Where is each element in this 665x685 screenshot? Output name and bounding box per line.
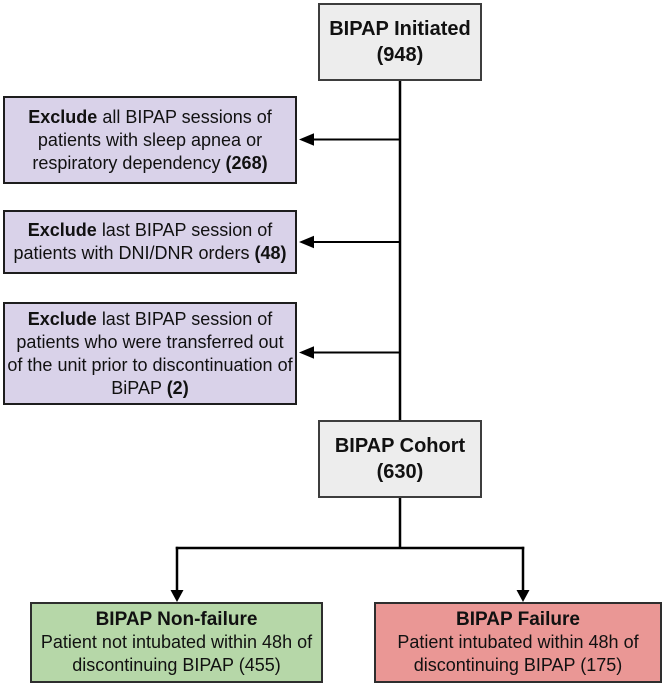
node-bipap-cohort: BIPAP Cohort (630): [318, 420, 482, 498]
non-failure-title: BIPAP Non-failure: [95, 609, 258, 630]
failure-body-line-1: Patient intubated within 48h of: [397, 632, 639, 652]
non-failure-body-line-1: Patient not intubated within 48h of: [40, 632, 313, 652]
node-bipap-failure: BIPAP Failure Patient intubated within 4…: [374, 602, 662, 683]
exclusion-1-body: all BIPAP sessions of patients with slee…: [32, 106, 272, 173]
failure-body-line-2: discontinuing BIPAP (175): [413, 655, 623, 675]
arrowhead-exclusion-2: [299, 235, 314, 249]
exclusion-2-body: last BIPAP session of patients with DNI/…: [13, 220, 273, 263]
arrowhead-failure: [516, 590, 530, 602]
node-exclusion-transferred: Exclude last BIPAP session of patients w…: [3, 302, 297, 405]
arrow-to-nonfailure: [170, 546, 184, 602]
exclusion-2-lead: Exclude: [27, 220, 97, 240]
node-bipap-non-failure: BIPAP Non-failure Patient not intubated …: [30, 602, 323, 683]
exclusion-3-count: (2): [166, 377, 189, 398]
exclusion-dni-dnr-text: Exclude last BIPAP session of patients w…: [5, 219, 295, 265]
non-failure-body-line-2: discontinuing BIPAP (455): [72, 655, 281, 675]
exclusion-3-body: last BIPAP session of patients who were …: [7, 308, 293, 398]
arrowhead-exclusion-3: [299, 346, 314, 359]
arrow-to-failure: [516, 546, 530, 602]
arrowhead-nonfailure: [170, 590, 184, 602]
failure-title: BIPAP Failure: [456, 609, 580, 630]
arrow-to-exclusion-3: [299, 346, 400, 359]
arrow-to-exclusion-2: [299, 235, 400, 249]
exclusion-sleep-apnea-text: Exclude all BIPAP sessions of patients w…: [5, 106, 295, 175]
exclusion-1-count: (268): [225, 152, 268, 173]
node-bipap-cohort-label: BIPAP Cohort: [334, 435, 466, 457]
exclusion-1-lead: Exclude: [28, 106, 98, 127]
exclusion-transferred-text: Exclude last BIPAP session of patients w…: [5, 308, 295, 400]
node-bipap-cohort-count: (630): [376, 461, 424, 483]
node-bipap-initiated: BIPAP Initiated (948): [318, 3, 482, 81]
exclusion-2-count: (48): [254, 243, 287, 263]
node-bipap-initiated-count: (948): [376, 44, 424, 66]
node-bipap-initiated-label: BIPAP Initiated: [329, 18, 471, 40]
node-exclusion-sleep-apnea: Exclude all BIPAP sessions of patients w…: [3, 96, 297, 184]
arrow-to-exclusion-1: [299, 133, 400, 146]
exclusion-3-lead: Exclude: [27, 308, 97, 329]
node-exclusion-dni-dnr: Exclude last BIPAP session of patients w…: [3, 210, 297, 274]
arrowhead-exclusion-1: [299, 133, 314, 146]
